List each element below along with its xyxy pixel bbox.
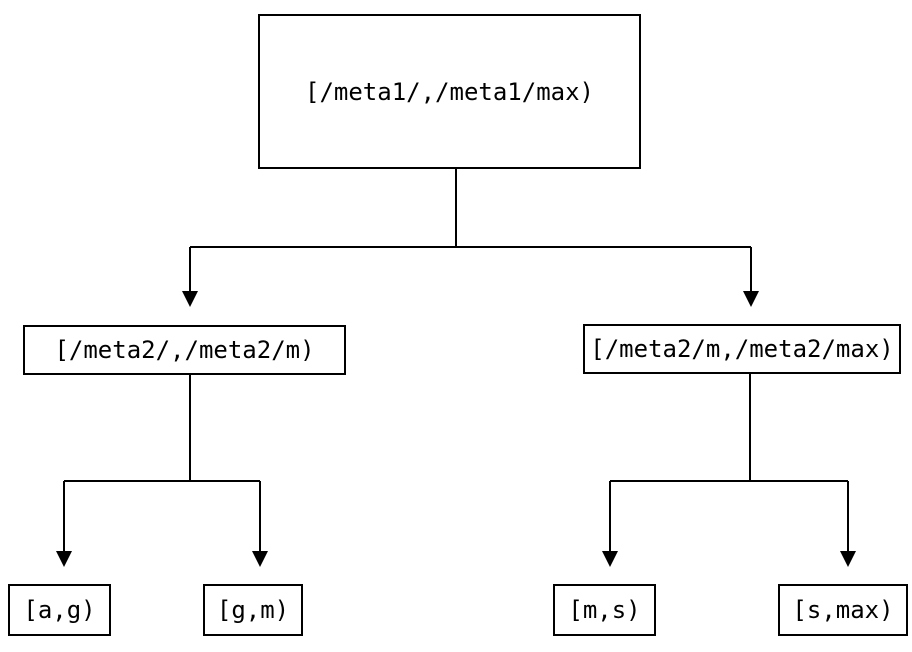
node-leaf-ms: [m,s) [553,584,656,636]
node-leaf-gm: [g,m) [203,584,303,636]
arrow-down-icon [252,551,268,567]
node-meta2-left-interval: [/meta2/,/meta2/m) [23,325,346,375]
node-leaf-ag: [a,g) [8,584,111,636]
edge-line [189,168,752,292]
edge-root-to-level2 [182,168,759,307]
edge-left-to-leaves [56,375,268,567]
node-leaf-smax: [s,max) [778,584,908,636]
arrow-down-icon [602,551,618,567]
edge-right-to-leaves [602,374,856,567]
edge-line [63,375,261,552]
arrow-down-icon [743,291,759,307]
arrow-down-icon [182,291,198,307]
arrow-down-icon [56,551,72,567]
node-root-interval: [/meta1/,/meta1/max) [258,14,641,169]
arrow-down-icon [840,551,856,567]
edge-line [609,374,849,552]
node-meta2-right-interval: [/meta2/m,/meta2/max) [583,324,901,374]
